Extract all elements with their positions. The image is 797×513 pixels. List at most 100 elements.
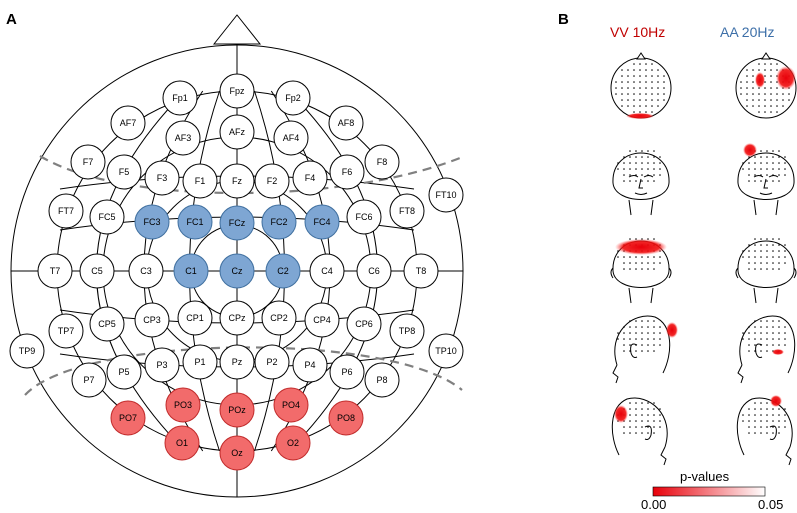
sensor-dot [784,426,786,428]
sensor-dot [782,105,784,107]
sensor-dot [742,338,744,340]
sensor-dot [784,420,786,422]
sensor-dot [635,320,637,322]
activation-blob [770,395,782,407]
sensor-dot [647,402,649,404]
sensor-dot [760,250,762,252]
electrode-af7: AF7 [110,105,146,141]
sensor-dot [752,87,754,89]
sensor-dot [748,414,750,416]
electrode-circle [273,387,309,423]
electrode-label: CP2 [270,313,288,323]
electrode-fc1: FC1 [177,204,213,240]
electrode-label: CP5 [98,319,116,329]
electrode-circle [164,425,200,461]
sensor-dot [615,93,617,95]
electrode-label: CP4 [313,315,331,325]
sensor-dot [754,402,756,404]
electrode-cp4: CP4 [304,302,340,338]
sensor-dot [653,150,655,152]
sensor-dot [752,69,754,71]
sensor-dot [760,320,762,322]
sensor-dot [635,156,637,158]
sensor-dot [629,150,631,152]
electrode-p4: P4 [292,347,328,383]
sensor-dot [754,432,756,434]
activation-blob [772,349,784,355]
sensor-dot [754,244,756,246]
electrode-p3: P3 [144,347,180,383]
head-back-aa [735,238,797,304]
electrode-circle [275,425,311,461]
sensor-dot [659,174,661,176]
sensor-dot [766,414,768,416]
sensor-dot [772,426,774,428]
sensor-dot [764,105,766,107]
electrode-circle [346,199,382,235]
sensor-dot [629,162,631,164]
sensor-dot [617,338,619,340]
electrode-label: Fz [232,176,242,186]
sensor-dot [758,69,760,71]
sensor-dot [635,432,637,434]
sensor-dot [647,350,649,352]
sensor-dot [659,426,661,428]
sensor-dot [633,93,635,95]
sensor-dot [766,156,768,158]
electrode-p7: P7 [71,362,107,398]
sensor-dot [657,93,659,95]
electrode-label: FCz [229,218,246,228]
sensor-dot [653,256,655,258]
electrode-circle [261,204,297,240]
sensor-dot [627,87,629,89]
activation-blob [626,113,654,119]
sensor-dot [772,338,774,340]
face-and-ear [737,343,763,384]
electrode-circle [219,392,255,428]
electrode-label: P4 [304,360,315,370]
sensor-dot [647,414,649,416]
sensor-dot [659,332,661,334]
sensor-dot [782,93,784,95]
sensor-dot [742,256,744,258]
sensor-dot [772,238,774,240]
electrode-circle [144,160,180,196]
sensor-dot [653,174,655,176]
sensor-dot [651,69,653,71]
sensor-dot [639,63,641,65]
sensor-dot [657,105,659,107]
electrode-t8: T8 [403,253,439,289]
sensor-dot [653,180,655,182]
head-right-vv [612,315,678,384]
sensor-dot [647,432,649,434]
sensor-dot [760,256,762,258]
sensor-dot [760,150,762,152]
sensor-dot [641,326,643,328]
electrode-f4: F4 [292,160,328,196]
electrode-cpz: CPz [219,300,255,336]
sensor-dot [641,432,643,434]
sensor-dot [748,180,750,182]
sensor-dot [754,168,756,170]
sensor-dot [629,174,631,176]
electrode-label: FC6 [355,212,372,222]
electrode-p6: P6 [329,354,365,390]
sensor-dot [659,420,661,422]
sensor-dot [754,408,756,410]
electrode-label: PO8 [337,413,355,423]
sensor-dot [633,87,635,89]
electrode-circle [110,400,146,436]
electrode-f2: F2 [254,163,290,199]
sensor-dot [772,344,774,346]
sensor-dot [742,420,744,422]
sensor-dot [645,111,647,113]
sensor-dot [760,180,762,182]
electrode-f5: F5 [106,154,142,190]
electrode-circle [48,193,84,229]
sensor-dot [663,75,665,77]
electrode-label: FC3 [143,217,160,227]
sensor-dot [629,180,631,182]
sensor-dot [778,244,780,246]
activation-blob [755,72,765,88]
